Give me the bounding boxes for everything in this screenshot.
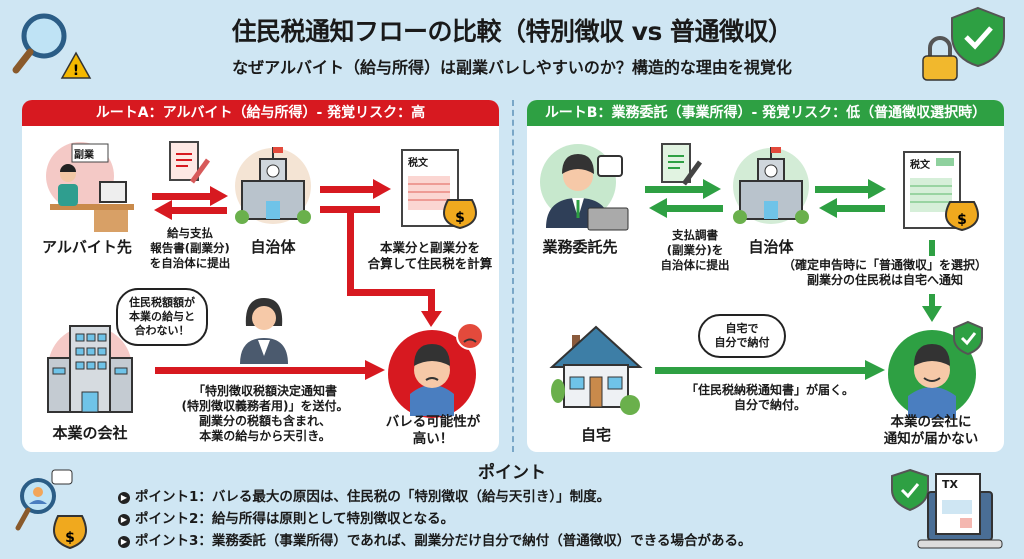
tax-document-money-icon: $ [401, 149, 477, 230]
notice-caption-b: 「住民税納税通知書」が届く。 自分で納付。 [685, 383, 854, 412]
contractor-person-icon [540, 144, 629, 231]
municipality-building-icon [235, 147, 311, 224]
main-company-label: 本業の会社 [52, 424, 128, 442]
worried-person-icon [388, 322, 484, 418]
laptop-tax-icon [891, 468, 1003, 549]
happy-person-icon [888, 320, 983, 418]
part-time-worker-icon [46, 142, 134, 232]
points-title: ポイント [478, 463, 546, 483]
tx-label: TX [942, 478, 958, 491]
svg-text:$: $ [455, 210, 465, 226]
report-caption: 給与支払 報告書(副業分) を自治体に提出 [149, 226, 231, 270]
result-a: バレる可能性が 高い！ [385, 414, 481, 447]
warning-icon: ! [60, 51, 92, 79]
svg-text:$: $ [65, 530, 75, 546]
house-icon [549, 325, 643, 415]
speech-bubble-a: 住民税額額が 本業の給与と 合わない！ [116, 288, 208, 346]
play-bullet-icon: ▶ [118, 514, 130, 526]
magnifier-icon [12, 13, 67, 74]
municipality-label-b: 自治体 [748, 238, 794, 256]
result-b: 本業の会社に 通知が届かない [883, 414, 979, 447]
lock-icon [922, 36, 958, 81]
client-label: 業務委託先 [542, 238, 618, 256]
tax-doc-label-b: 税文 [910, 160, 930, 171]
svg-text:$: $ [957, 212, 967, 228]
magnifier-person-money-icon: $ [15, 469, 87, 550]
home-label: 自宅 [580, 426, 611, 444]
employer-label: アルバイト先 [42, 238, 132, 256]
point-item-2: ▶ポイント2：給与所得は原則として特別徴収となる。 [118, 507, 454, 527]
report-caption-b: 支払調書 (副業分)を 自治体に提出 [660, 228, 730, 272]
point-item-3: ▶ポイント3：業務委託（事業所得）であれば、副業分だけ自分で納付（普通徴収）でき… [118, 529, 752, 549]
page-subtitle: なぜアルバイト（給与所得）は副業バレしやすいのか？構造的な理由を視覚化 [232, 58, 792, 77]
svg-text:!: ! [73, 63, 79, 79]
manager-person-icon [240, 298, 288, 364]
document-pen-icon [661, 143, 703, 186]
tax-doc-label-a: 税文 [408, 158, 428, 169]
page-title: 住民税通知フローの比較（特別徴収 vs 普通徴収） [231, 17, 793, 46]
main-company-building-icon [47, 325, 133, 413]
side-job-sign: 副業 [74, 150, 94, 161]
notice-caption-a: 「特別徴収税額決定通知書 (特別徴収義務者用)」を送付。 副業分の税額も含まれ、… [181, 384, 349, 443]
route-b-heading: ルートB：業務委託（事業所得）- 発覚リスク：低（普通徴収選択時） [527, 100, 1004, 126]
point-item-1: ▶ポイント1：バレる最大の原因は、住民税の「特別徴収（給与天引き）」制度。 [118, 485, 610, 505]
shield-check-icon [951, 6, 1005, 68]
municipality-label: 自治体 [250, 238, 296, 256]
choice-caption: （確定申告時に「普通徴収」を選択） 副業分の住民税は自宅へ通知 [782, 258, 987, 287]
document-pen-icon [169, 141, 211, 184]
calc-caption: 本業分と副業分を 合算して住民税を計算 [367, 240, 493, 271]
speech-bubble-b: 自宅で 自分で納付 [698, 314, 786, 358]
divider [512, 100, 514, 452]
play-bullet-icon: ▶ [118, 536, 130, 548]
tax-document-money-icon: $ [903, 151, 979, 232]
municipality-building-icon [733, 147, 809, 224]
route-a-heading: ルートA：アルバイト（給与所得）- 発覚リスク：高 [22, 100, 499, 126]
play-bullet-icon: ▶ [118, 492, 130, 504]
